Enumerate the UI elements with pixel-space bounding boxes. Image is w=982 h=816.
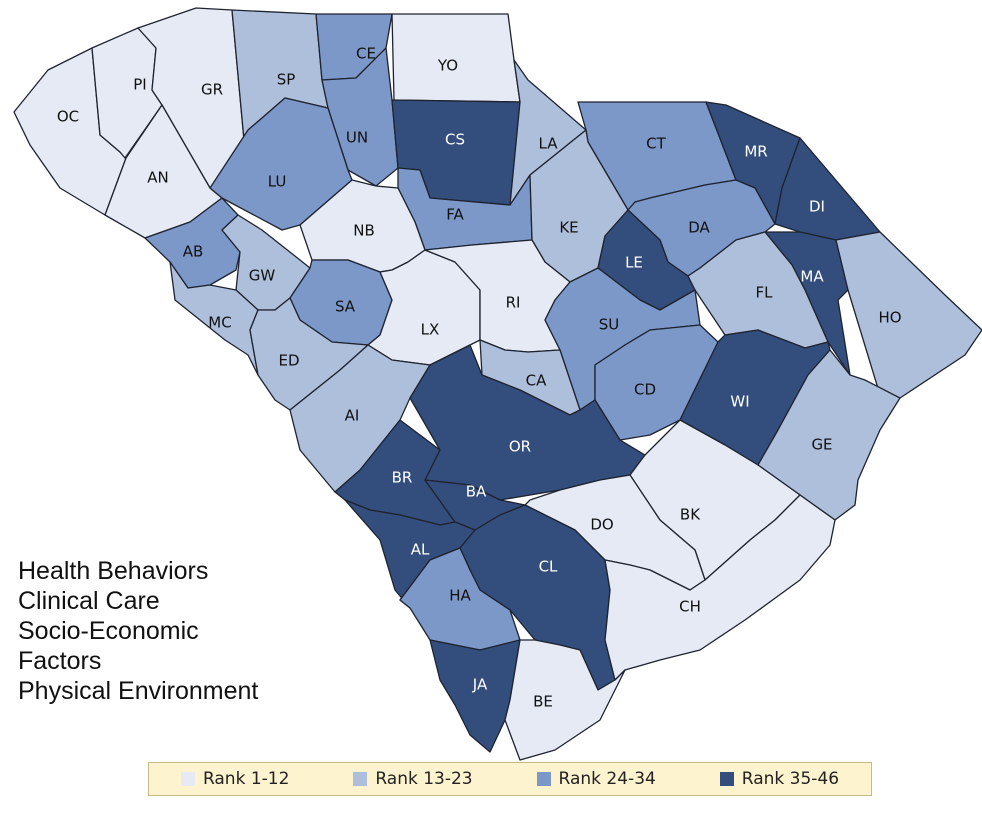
county-ho xyxy=(835,231,982,399)
legend-item-rank-24-34: Rank 24-34 xyxy=(536,769,656,789)
county-label-or: OR xyxy=(509,438,531,456)
county-label-al: AL xyxy=(411,541,430,559)
county-label-br: BR xyxy=(392,469,413,487)
category-socio-economic: Socio-Economic xyxy=(18,617,199,645)
county-label-ed: ED xyxy=(278,352,299,370)
county-label-wi: WI xyxy=(730,393,749,411)
legend-label: Rank 24-34 xyxy=(558,769,656,789)
county-label-nb: NB xyxy=(353,222,375,240)
county-label-yo: YO xyxy=(437,57,458,75)
county-label-ri: RI xyxy=(506,294,521,312)
county-label-ke: KE xyxy=(559,219,578,237)
legend-swatch-rank-35-46 xyxy=(719,772,734,786)
county-label-oc: OC xyxy=(57,108,79,126)
county-label-sp: SP xyxy=(277,71,296,89)
county-label-mc: MC xyxy=(208,314,231,332)
county-label-ba: BA xyxy=(466,483,487,501)
legend-swatch-rank-13-23 xyxy=(353,772,368,786)
county-label-pi: PI xyxy=(133,76,146,94)
county-label-ma: MA xyxy=(800,268,824,286)
county-label-mr: MR xyxy=(744,143,767,161)
county-label-fl: FL xyxy=(756,284,774,302)
county-label-ha: HA xyxy=(449,587,471,605)
county-label-ai: AI xyxy=(345,407,360,425)
county-label-bk: BK xyxy=(680,506,701,524)
legend-item-rank-1-12: Rank 1-12 xyxy=(180,769,290,789)
county-label-ca: CA xyxy=(526,372,547,390)
county-label-ge: GE xyxy=(811,436,832,454)
county-label-ch: CH xyxy=(679,598,701,616)
category-clinical-care: Clinical Care xyxy=(18,587,160,615)
legend-label: Rank 35-46 xyxy=(741,769,840,789)
county-label-cs: CS xyxy=(445,131,465,149)
county-label-be: BE xyxy=(533,693,553,711)
legend-label: Rank 13-23 xyxy=(375,769,473,789)
county-label-un: UN xyxy=(346,129,368,147)
county-be xyxy=(504,639,626,761)
category-physical-environment: Physical Environment xyxy=(18,677,259,705)
county-label-di: DI xyxy=(809,198,825,216)
county-label-lu: LU xyxy=(268,173,287,191)
legend-item-rank-13-23: Rank 13-23 xyxy=(353,769,473,789)
county-label-ab: AB xyxy=(183,243,204,261)
county-label-ho: HO xyxy=(878,309,901,327)
county-label-do: DO xyxy=(590,516,613,534)
category-list: Health Behaviors Clinical Care Socio-Eco… xyxy=(18,556,258,706)
county-label-ce: CE xyxy=(356,45,376,63)
county-label-fa: FA xyxy=(446,206,464,224)
legend-swatch-rank-1-12 xyxy=(180,772,195,786)
county-label-sa: SA xyxy=(335,298,356,316)
category-factors: Factors xyxy=(18,647,102,675)
county-lx xyxy=(367,249,481,366)
legend-item-rank-35-46: Rank 35-46 xyxy=(719,769,840,789)
county-label-cl: CL xyxy=(539,558,558,576)
county-label-ja: JA xyxy=(472,676,488,694)
county-label-su: SU xyxy=(599,316,620,334)
county-label-lx: LX xyxy=(421,321,440,339)
legend-swatch-rank-24-34 xyxy=(536,772,551,786)
county-label-an: AN xyxy=(147,169,168,187)
county-ja xyxy=(429,639,521,753)
county-label-gr: GR xyxy=(201,81,223,99)
legend-label: Rank 1-12 xyxy=(202,769,290,789)
category-health-behaviors: Health Behaviors xyxy=(18,557,209,585)
counties-layer xyxy=(13,7,982,761)
county-label-gw: GW xyxy=(249,267,276,285)
county-ai xyxy=(289,344,431,493)
county-label-ct: CT xyxy=(646,135,666,153)
county-label-da: DA xyxy=(688,219,710,237)
county-fl xyxy=(687,231,829,349)
county-label-le: LE xyxy=(625,254,643,272)
labels-layer: OC PI GR AN SP CE YO UN CS LA CT MR DI LU FA KE DA AB GW NB… xyxy=(57,45,902,711)
map-legend: Rank 1-12 Rank 13-23 Rank 24-34 Rank 35-… xyxy=(148,762,872,796)
county-label-cd: CD xyxy=(634,381,656,399)
county-label-la: LA xyxy=(539,135,559,153)
